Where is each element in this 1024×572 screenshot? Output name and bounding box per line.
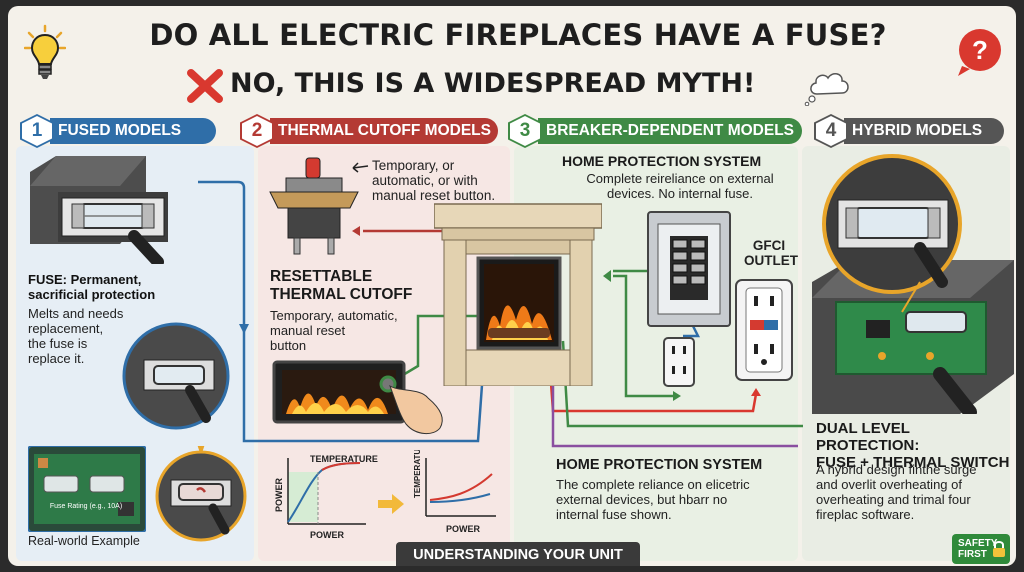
- thermal-body-line: manual reset: [270, 323, 346, 338]
- hybrid-body-line: overheating and trimal four: [816, 492, 971, 507]
- section-header-hybrid: 4 HYBRID MODELS: [814, 114, 1004, 148]
- breaker-panel-illustration: [647, 211, 731, 327]
- hybrid-body-line: and overlit overheating of: [816, 477, 962, 492]
- hybrid-body: A hybrid design finthe surge and overlit…: [816, 462, 1006, 522]
- section-label: HYBRID MODELS: [844, 118, 1004, 144]
- graph-xlabel: POWER: [310, 530, 345, 540]
- hybrid-heading: DUAL LEVEL PROTECTION: FUSE + THERMAL SW…: [816, 420, 1016, 471]
- breaker-bottom-body-line: external devices, but hbarr no: [556, 492, 728, 507]
- fused-heading-line: sacrificial protection: [28, 287, 156, 302]
- footer-banner: UNDERSTANDING YOUR UNIT: [396, 542, 640, 566]
- badge-line: SAFETY: [958, 538, 998, 549]
- section-number: 3: [510, 116, 540, 146]
- fused-body-line: Melts and needs: [28, 306, 124, 321]
- section-number: 2: [242, 116, 272, 146]
- hybrid-heading-line: FUSE + THERMAL SWITCH: [816, 454, 1010, 471]
- padlock-icon: [993, 541, 1005, 557]
- fused-heading: FUSE: Permanent, sacrificial protection: [28, 272, 238, 302]
- thermal-body-line: Temporary, automatic,: [270, 308, 398, 323]
- thermal-body: Temporary, automatic, manual reset butto…: [270, 308, 430, 353]
- safety-first-badge: SAFETY FIRST: [952, 534, 1010, 564]
- lightbulb-icon: [24, 24, 66, 79]
- thermal-callout-line: Temporary, or: [372, 158, 455, 173]
- wall-fireplace-reset: [272, 360, 443, 434]
- thermal-heading-line: THERMAL CUTOFF: [270, 286, 413, 303]
- real-world-caption: Real-world Example: [28, 534, 140, 548]
- section-label: THERMAL CUTOFF MODELS: [270, 118, 498, 144]
- thermal-body-line: button: [270, 338, 307, 353]
- section-header-thermal: 2 THERMAL CUTOFF MODELS: [240, 114, 498, 148]
- section-header-fused: 1 FUSED MODELS: [20, 114, 216, 148]
- hybrid-unit-illustration: [812, 154, 1014, 414]
- gfci-label: GFCI OUTLET: [744, 238, 798, 268]
- thermal-callout-line: automatic, or with: [372, 173, 478, 188]
- thermal-callout: Temporary, or automatic, or with manual …: [372, 158, 512, 203]
- graph2-xlabel: POWER: [446, 524, 481, 534]
- thermal-callout-line: manual reset button.: [372, 188, 496, 203]
- graph-title: TEMPERATURE: [310, 454, 378, 464]
- breaker-bottom-body: The complete reliance on elicetric exter…: [556, 477, 796, 522]
- question-bubble-icon: ?: [958, 29, 1001, 76]
- real-world-fuse-photo: Fuse Rating (e.g., 10A): [28, 446, 146, 532]
- graph-ylabel: POWER: [274, 477, 284, 512]
- thermal-graphs: TEMPERATURE POWER POWER TEMPERATURE POWE…: [274, 450, 496, 540]
- section-label: BREAKER-DEPENDENT MODELS: [538, 118, 802, 144]
- section-label: FUSED MODELS: [50, 118, 216, 144]
- hybrid-heading-line: DUAL LEVEL PROTECTION:: [816, 420, 920, 454]
- breaker-bottom-body-line: internal fuse shown.: [556, 507, 672, 522]
- gfci-label-line: OUTLET: [744, 253, 798, 268]
- fused-heading-line: FUSE: Permanent,: [28, 272, 142, 287]
- breaker-top-body: Complete reireliance on external devices…: [562, 171, 798, 201]
- gfci-outlet-illustration: [735, 279, 793, 381]
- fused-body: Melts and needs replacement, the fuse is…: [28, 306, 138, 366]
- badge-line: FIRST: [958, 549, 987, 560]
- page-subtitle: NO, THIS IS A WIDESPREAD MYTH!: [230, 68, 756, 99]
- breaker-top-body-line: devices. No internal fuse.: [607, 186, 753, 201]
- breaker-bottom-heading: HOME PROTECTION SYSTEM: [556, 457, 763, 473]
- infographic-board: DO ALL ELECTRIC FIREPLACES HAVE A FUSE? …: [8, 6, 1016, 566]
- hybrid-body-line: A hybrid design finthe surge: [816, 462, 977, 477]
- blown-fuse-closeup: [155, 446, 247, 542]
- x-mark-icon: [187, 69, 223, 103]
- thermal-heading-line: RESETTABLE: [270, 268, 373, 285]
- graph2-ylabel: TEMPERATURE: [413, 450, 422, 498]
- breaker-bottom-body-line: The complete reliance on elicetric: [556, 477, 750, 492]
- page-title: DO ALL ELECTRIC FIREPLACES HAVE A FUSE?: [149, 18, 887, 52]
- fuse-zoom-circle: [122, 322, 230, 430]
- wall-outlet-illustration: [663, 337, 695, 387]
- mantel-fireplace-illustration: [434, 203, 602, 386]
- fuse-rating-label: Fuse Rating (e.g., 10A): [50, 503, 122, 510]
- fuse-box-illustration: [30, 156, 168, 264]
- fused-body-line: the fuse is: [28, 336, 88, 351]
- thought-cloud-icon: [804, 73, 849, 106]
- section-number: 1: [22, 116, 52, 146]
- section-header-breaker: 3 BREAKER-DEPENDENT MODELS: [508, 114, 802, 148]
- gfci-label-line: GFCI: [752, 238, 786, 253]
- fused-body-line: replacement,: [28, 321, 104, 336]
- breaker-top-body-line: Complete reireliance on external: [586, 171, 774, 186]
- breaker-top-heading: HOME PROTECTION SYSTEM: [562, 153, 762, 169]
- section-number: 4: [816, 116, 846, 146]
- fused-body-line: replace it.: [28, 351, 85, 366]
- thermal-cutoff-switch: [269, 157, 359, 255]
- svg-text:?: ?: [972, 35, 988, 65]
- thermal-heading: RESETTABLE THERMAL CUTOFF: [270, 268, 412, 304]
- hybrid-body-line: fireplac software.: [816, 507, 915, 522]
